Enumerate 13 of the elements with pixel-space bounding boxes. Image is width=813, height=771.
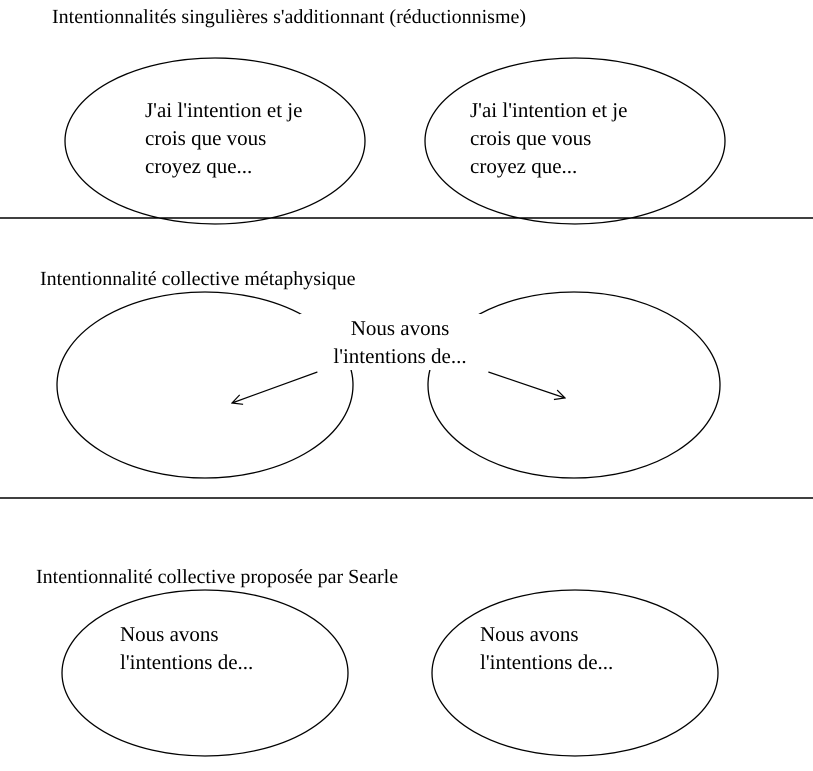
arrow: [488, 371, 566, 400]
ellipse-node: [425, 58, 725, 224]
node-text: Nous avons l'intentions de...: [120, 621, 254, 676]
ellipse-node: [65, 58, 365, 224]
section-heading: Intentionnalité collective proposée par Searle: [36, 566, 398, 589]
section-heading: Intentionnalités singulières s'additionnant (réductionnisme): [52, 6, 526, 29]
section-heading: Intentionnalité collective métaphysique: [40, 268, 356, 291]
arrow: [231, 371, 318, 405]
node-text: J'ai l'intention et je crois que vous croyez que...: [470, 97, 628, 180]
ellipse-node: [62, 590, 348, 756]
node-text: Nous avons l'intentions de...: [480, 621, 614, 676]
node-text: J'ai l'intention et je crois que vous croyez que...: [145, 97, 304, 180]
ellipse-node: [432, 590, 718, 756]
